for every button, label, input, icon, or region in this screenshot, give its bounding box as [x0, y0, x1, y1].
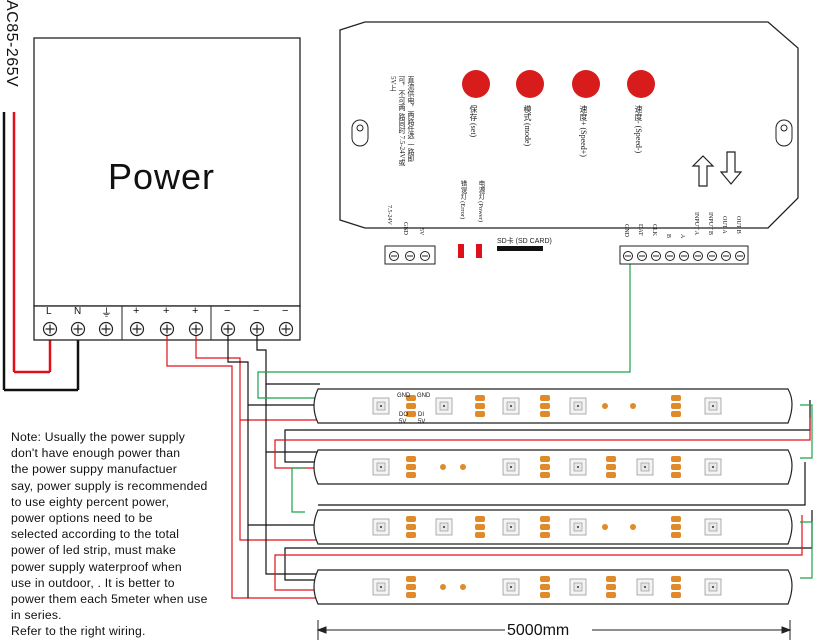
power-supply: [33, 37, 301, 341]
out-label-out-b: OUT B: [735, 216, 741, 234]
ac-input-wires: [2, 112, 80, 392]
led-strip-3: [313, 509, 793, 545]
pad-label-do: DO: [399, 412, 408, 418]
terminal-label-plus-2: +: [163, 305, 170, 317]
out-label-a: A: [679, 234, 685, 239]
set-button-label: 保存 (set): [469, 105, 478, 138]
power-supply-title: Power: [108, 156, 216, 197]
pad-label-gnd-right: GND: [417, 393, 431, 399]
controller-notice: 直流供电，两路任选 一路即可，不可两 路同时 7.5-24V或5V上: [389, 76, 415, 166]
led-strip-1: [313, 388, 793, 424]
terminal-label-l: L: [46, 306, 52, 317]
wiring-note: Note: Usually the power supply don't hav…: [11, 430, 208, 639]
dimension-line: [316, 620, 792, 640]
strip-length-label: 5000mm: [507, 622, 570, 639]
pad-label-5v-left: 5V: [399, 419, 407, 425]
terminal-label-plus-1: +: [133, 305, 140, 317]
led-strip-2: [313, 449, 793, 485]
power-in-label-1: 7.5-24V: [386, 205, 392, 225]
out-label-gnd: GND: [623, 224, 629, 237]
set-button[interactable]: [462, 70, 490, 98]
input-voltage-label: AC85-265V: [3, 0, 20, 88]
power-in-label-2: GND: [402, 222, 408, 235]
mode-button[interactable]: [516, 70, 544, 98]
ground-icon: ⏚: [101, 307, 112, 319]
out-label-input-b: INPUT B: [707, 212, 713, 236]
error-led-label: 错误灯 (Error): [459, 180, 466, 220]
dc-output-wires: [166, 262, 813, 599]
speed-minus-button[interactable]: [627, 70, 655, 98]
led-strip-4: [313, 569, 793, 605]
sd-card-label: SD卡 (SD CARD): [497, 238, 552, 245]
out-label-clk: CLK: [651, 224, 657, 236]
terminal-label-minus-1: −: [224, 305, 231, 317]
pad-label-di: DI: [418, 412, 424, 418]
speed-plus-button[interactable]: [572, 70, 600, 98]
out-label-input-a: INPUT A: [693, 212, 699, 236]
terminal-label-minus-3: −: [282, 305, 289, 317]
power-in-label-3: 5V: [418, 228, 424, 236]
pad-label-gnd-left: GND: [397, 393, 411, 399]
mode-button-label: 模式 (mode): [523, 105, 532, 147]
terminal-label-plus-3: +: [192, 305, 199, 317]
speed-plus-label: 速度+ (Speed+): [579, 105, 588, 157]
terminal-label-minus-2: −: [253, 305, 260, 317]
out-label-b: B: [665, 234, 671, 239]
controller: [339, 21, 799, 265]
pad-label-5v-right: 5V: [418, 419, 426, 425]
out-label-dat: DAT: [637, 224, 643, 236]
power-led-label: 电源灯 (Power): [477, 180, 484, 223]
out-label-out-a: OUT A: [721, 216, 727, 234]
speed-minus-label: 速度- (Speed-): [634, 105, 643, 154]
terminal-label-n: N: [74, 306, 82, 317]
